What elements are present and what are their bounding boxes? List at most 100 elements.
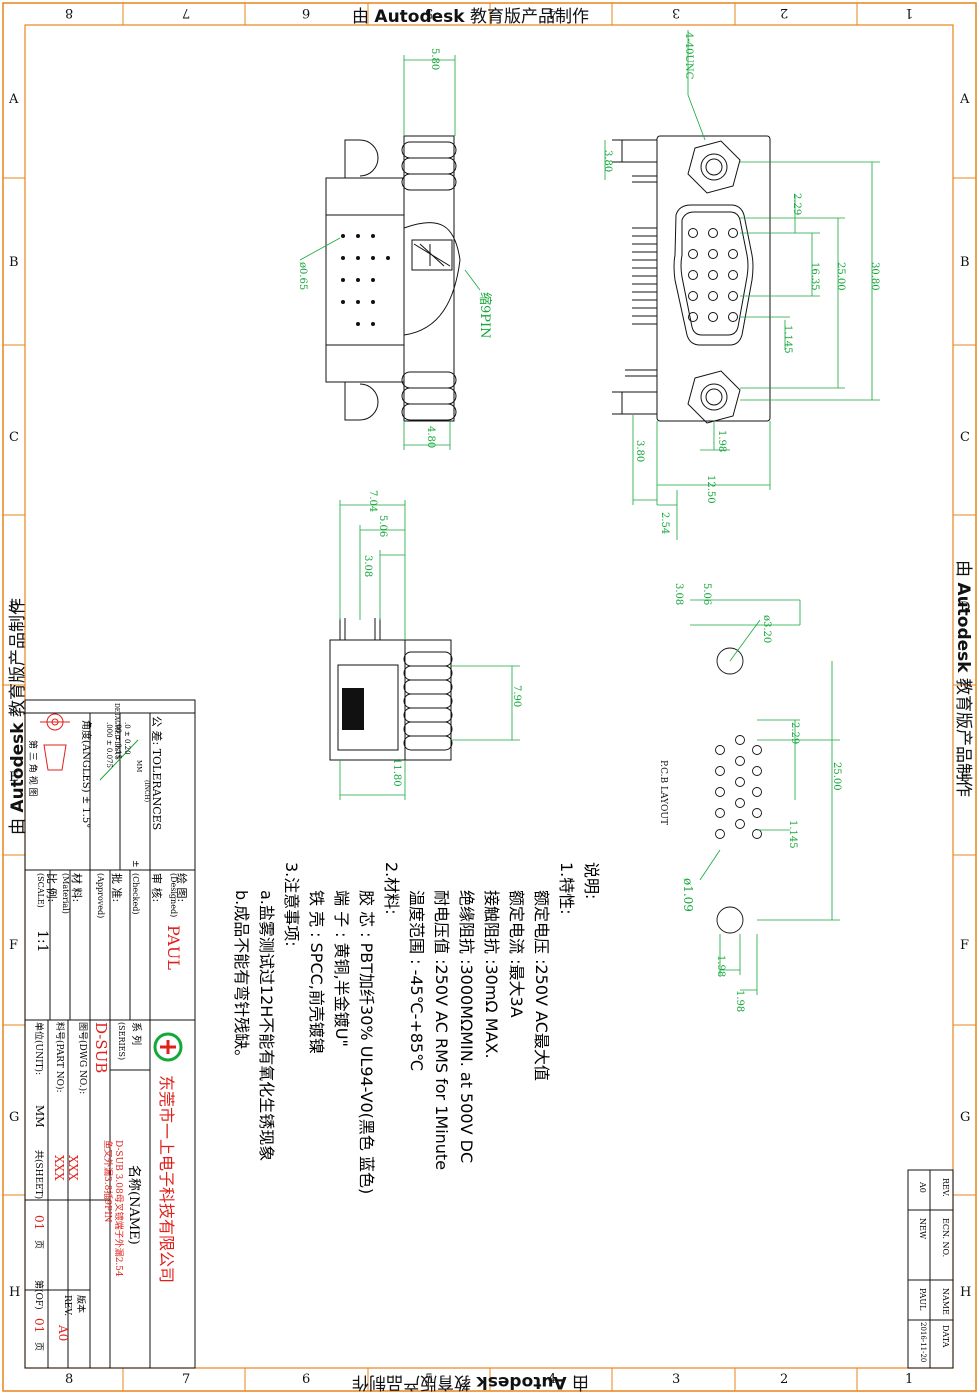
note-terminal: 端 子 : 黄铜,半金镀U" bbox=[332, 890, 351, 1047]
zone-number: 5 bbox=[425, 1372, 434, 1387]
top-view bbox=[325, 135, 461, 422]
dim-label: 30.80 bbox=[869, 262, 880, 291]
designed-en: (Designed) bbox=[169, 873, 178, 918]
zone-letter: E bbox=[960, 770, 970, 785]
dim-label: 11.80 bbox=[391, 758, 402, 787]
rev-label: REV. bbox=[62, 1295, 72, 1317]
zone-number: 2 bbox=[780, 1372, 789, 1387]
zone-number: 5 bbox=[425, 5, 434, 20]
page-label: 页 bbox=[33, 1240, 43, 1250]
version-label: 版本 bbox=[75, 1295, 85, 1314]
zone-number: 6 bbox=[302, 1372, 311, 1387]
watermark-prefix: 由 bbox=[572, 1372, 590, 1392]
rev-header: NAME bbox=[941, 1288, 950, 1315]
zone-number: 3 bbox=[672, 5, 681, 20]
dim-label: 4-40UNC bbox=[683, 32, 694, 80]
sheet-label: 共(SHEET) bbox=[33, 1150, 43, 1200]
dim-label: 3.08 bbox=[673, 583, 684, 606]
series-label-en: (SERIES) bbox=[117, 1022, 126, 1061]
watermark-brand: Autodesk bbox=[374, 7, 465, 27]
zone-number: 8 bbox=[65, 1372, 74, 1387]
series-value: D-SUB bbox=[92, 1022, 110, 1074]
dim-label: 2.29 bbox=[789, 722, 800, 745]
scale-value: 1:1 bbox=[34, 930, 50, 953]
dim-label: 25.00 bbox=[835, 262, 846, 291]
tolerance-mm: MM bbox=[135, 760, 142, 773]
rev-cell: A0 bbox=[918, 1182, 927, 1193]
dim-label: 2.29 bbox=[791, 193, 802, 216]
part-name-2: 鱼叉外漏3.8插9PIN bbox=[102, 1140, 112, 1223]
zone-letter: D bbox=[960, 600, 971, 615]
checked-label: 审 核: bbox=[150, 873, 163, 903]
dim-label: 25.00 bbox=[831, 762, 842, 791]
top-view-pins bbox=[341, 234, 390, 326]
approved-label: 批 准: bbox=[110, 873, 123, 903]
dim-label: 缩9PIN bbox=[477, 292, 492, 339]
material-label: 材 料: bbox=[70, 873, 83, 903]
pcb-layout-dims bbox=[690, 599, 840, 995]
watermark-suffix: 教育版产品制作 bbox=[8, 597, 28, 717]
title-block bbox=[24, 699, 196, 1369]
part-label: 料号(PART NO): bbox=[54, 1022, 64, 1093]
zone-number: 6 bbox=[302, 5, 311, 20]
dim-label: 5.06 bbox=[701, 583, 712, 606]
zone-letter: C bbox=[9, 430, 19, 445]
dim-label: 2.54 bbox=[659, 512, 670, 535]
designed-value: PAUL bbox=[164, 925, 183, 970]
note-temperature-range: 温度范围 : -45℃-+85℃ bbox=[407, 890, 426, 1072]
checked-en: (Checked) bbox=[131, 873, 140, 915]
approved-en: (Approved) bbox=[96, 873, 105, 919]
notes-section-heading: 3.注意事项: bbox=[282, 862, 301, 947]
zone-letter: H bbox=[960, 1285, 972, 1300]
part-value: XXX bbox=[52, 1155, 66, 1181]
dim-label: 16.35 bbox=[809, 262, 820, 291]
zone-number: 7 bbox=[182, 1372, 191, 1387]
tolerance-1: .0 ± 0.20 bbox=[123, 722, 131, 755]
scale-label: 比 例: bbox=[45, 873, 58, 903]
zone-letter: A bbox=[9, 92, 19, 107]
dim-label: 3.80 bbox=[602, 150, 613, 173]
dim-label: 7.90 bbox=[511, 685, 522, 708]
top-view-dims bbox=[299, 55, 481, 450]
zone-letter: E bbox=[9, 770, 19, 785]
note-salt-spray: a.盐雾测试过12H不能有氧化生锈现象 bbox=[257, 890, 276, 1162]
side-view-insert bbox=[342, 688, 364, 730]
zone-letter: F bbox=[9, 938, 19, 953]
zone-number: 1 bbox=[905, 5, 914, 20]
tolerance-strike bbox=[99, 739, 139, 781]
note-bent-pins: b.成品不能有弯针残缺。 bbox=[232, 890, 251, 1066]
projection-label: 第 三 角 视 图 bbox=[27, 740, 37, 797]
dim-label: 1.98 bbox=[734, 990, 745, 1013]
zone-number: 4 bbox=[548, 5, 557, 20]
watermark-prefix: 由 bbox=[8, 818, 28, 835]
tolerance-pm: ± bbox=[130, 860, 140, 868]
watermark-top: 由 Autodesk 教育版产品制作 bbox=[352, 2, 589, 27]
of-label: 第(OF) bbox=[33, 1280, 43, 1310]
note-withstand-voltage: 耐电压值 :250V AC RMS for 1Minute bbox=[432, 890, 451, 1171]
company-logo bbox=[153, 1032, 183, 1062]
dwg-label: 图号(DWG NO.): bbox=[77, 1022, 87, 1095]
watermark-left: 由 Autodesk 教育版产品制作 bbox=[3, 598, 28, 835]
zone-number: 4 bbox=[548, 1372, 557, 1387]
dim-label: 12.50 bbox=[705, 475, 716, 504]
dim-label: 4.80 bbox=[425, 426, 436, 449]
watermark-brand: Autodesk bbox=[953, 582, 973, 673]
tolerance-label: 公 差: TOLERANCES bbox=[150, 716, 163, 831]
sheet-value: 01 bbox=[32, 1215, 46, 1231]
dim-label: 1.145 bbox=[782, 325, 793, 354]
zone-letter: H bbox=[9, 1285, 21, 1300]
dim-label: ø0.65 bbox=[297, 262, 308, 291]
projection-symbol bbox=[40, 713, 70, 771]
name-label: 名称(NAME) bbox=[126, 1165, 141, 1245]
dim-label: 1.98 bbox=[715, 955, 726, 978]
pcb-layout bbox=[715, 647, 762, 934]
tolerance-2: .00 ± 0.15 bbox=[114, 722, 122, 760]
notes-title: 说明: bbox=[582, 862, 601, 900]
side-view bbox=[329, 618, 453, 761]
front-view-pins bbox=[688, 228, 738, 322]
watermark-right: 由 Autodesk 教育版产品制作 bbox=[953, 560, 978, 797]
notes-section-heading: 1.特性: bbox=[557, 862, 576, 915]
watermark-suffix: 教育版产品制作 bbox=[470, 7, 590, 27]
